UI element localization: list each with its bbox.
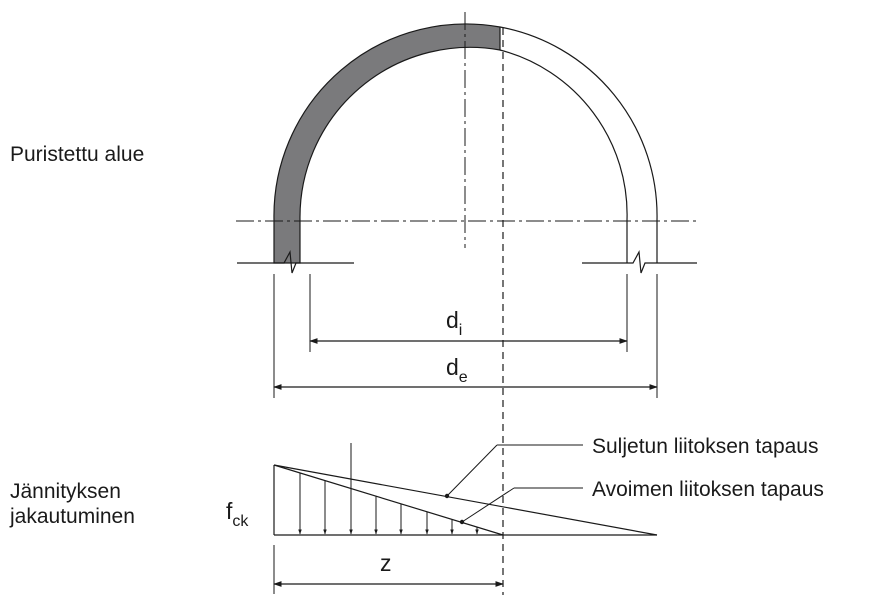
stress-arrows [298, 443, 479, 535]
fck-label: fck [226, 498, 249, 530]
inner-ring-arc [499, 49, 628, 263]
outer-diameter-label: de [446, 354, 468, 386]
closed-joint-case-label: Suljetun liitoksen tapaus [592, 435, 818, 458]
left-break-line [237, 249, 354, 274]
compressed-zone-fill [273, 23, 501, 264]
open-joint-leader-dot [459, 519, 465, 525]
open-joint-leader [461, 487, 515, 523]
compressed-zone-label: Puristettu alue [10, 143, 144, 166]
inner-diameter-label: di [446, 307, 462, 339]
closed-joint-leader [446, 444, 498, 497]
z-label: z [380, 550, 392, 576]
outer-ring-arc [499, 26, 658, 263]
stress-distribution-label-line1: Jännityksen [10, 480, 121, 503]
stress-distribution-label-line2: jakautuminen [9, 505, 135, 528]
closed-joint-leader-dot [444, 493, 450, 499]
open-joint-stress-line [273, 464, 504, 536]
right-break-line [582, 249, 697, 274]
open-joint-case-label: Avoimen liitoksen tapaus [592, 478, 824, 501]
closed-joint-stress-line [273, 464, 658, 536]
